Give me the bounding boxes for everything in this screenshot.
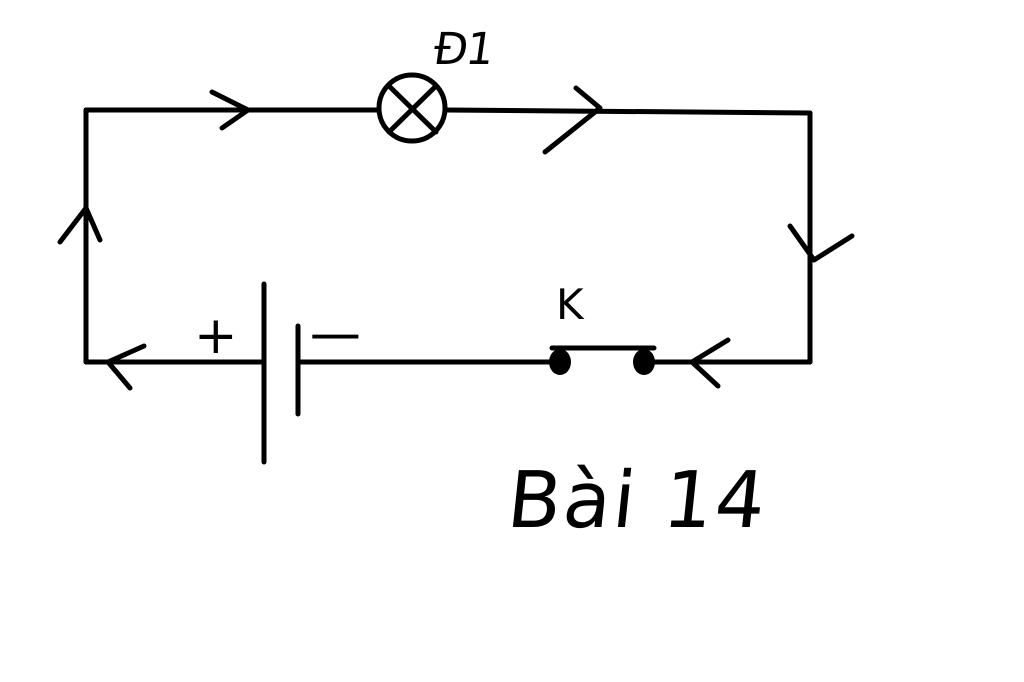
arrow-right-side-icon (787, 223, 855, 263)
arrow-top-right-icon (542, 85, 603, 155)
lamp-circle (376, 72, 448, 144)
diagram-caption: Bài 14 (503, 456, 772, 546)
switch-symbol (549, 345, 657, 375)
arrow-bottom-left-icon (105, 343, 147, 391)
arrow-bottom-right-icon (689, 337, 731, 389)
arrow-left-side-icon (57, 205, 103, 245)
switch-contact-left (549, 349, 571, 375)
battery-minus-label: − (304, 308, 367, 362)
switch-label: K (556, 280, 584, 329)
battery-symbol (261, 281, 301, 465)
switch-contact-right (633, 349, 655, 375)
wire-top-right (443, 107, 813, 116)
arrow-top-left-icon (209, 89, 251, 131)
lamp-cross-2 (386, 83, 439, 135)
lamp-symbol (376, 72, 448, 144)
lamp-label: Đ1 (430, 24, 496, 75)
battery-plus-label: + (194, 306, 238, 366)
